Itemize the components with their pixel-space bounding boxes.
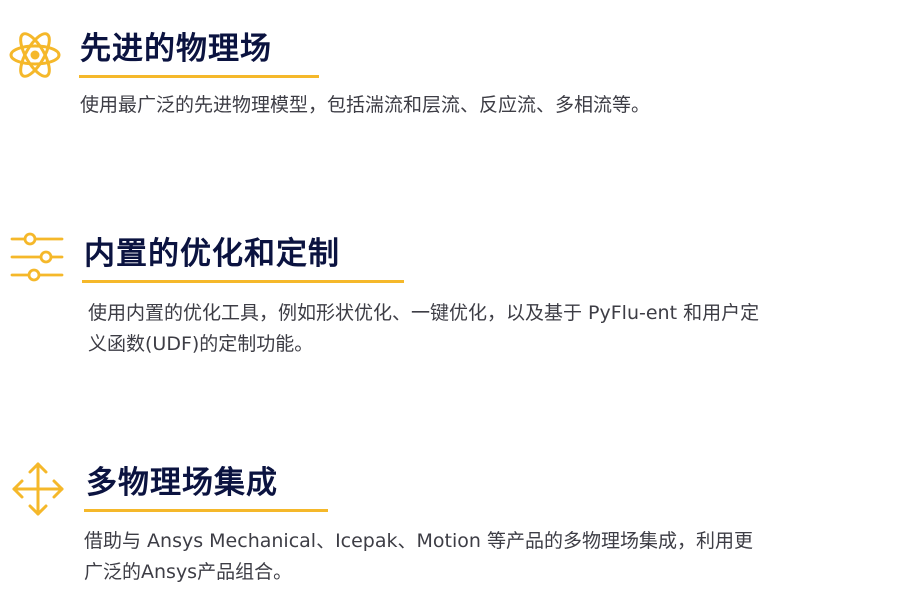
feature-title: 多物理场集成 — [86, 465, 278, 501]
title-underline — [82, 280, 404, 283]
feature-title: 先进的物理场 — [80, 31, 272, 67]
title-underline — [79, 75, 319, 78]
sliders-icon — [10, 230, 64, 284]
move-arrows-icon — [10, 460, 66, 518]
feature-description: 使用内置的优化工具，例如形状优化、一键优化，以及基于 PyFlu-ent 和用户… — [88, 302, 760, 355]
atom-icon — [8, 28, 62, 82]
feature-title: 内置的优化和定制 — [84, 236, 340, 272]
title-underline — [84, 509, 328, 512]
feature-description: 借助与 Ansys Mechanical、Icepak、Motion 等产品的多… — [84, 530, 753, 583]
feature-description: 使用最广泛的先进物理模型，包括湍流和层流、反应流、多相流等。 — [80, 94, 651, 116]
